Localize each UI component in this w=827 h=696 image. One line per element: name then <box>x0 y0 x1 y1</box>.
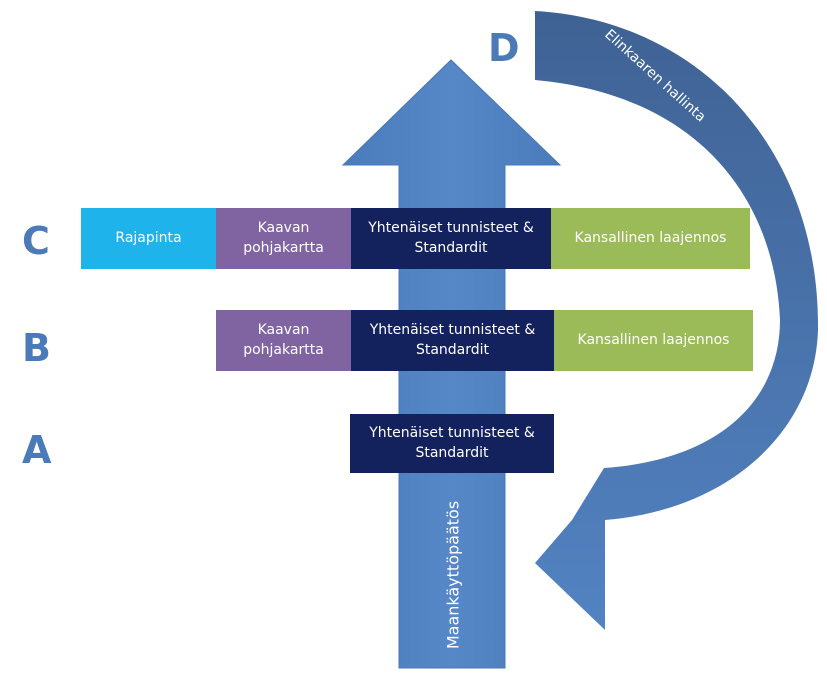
level-d-label: D <box>488 26 520 70</box>
row-c-yhtenaiset-box: Yhtenäiset tunnisteet & Standardit <box>351 208 551 269</box>
row-b-kaavan-pohjakartta-box: Kaavan pohjakartta <box>216 310 351 371</box>
level-a-label: A <box>22 428 52 472</box>
row-c-kansallinen-box: Kansallinen laajennos <box>551 208 750 269</box>
level-b-label: B <box>22 326 51 370</box>
row-b-kansallinen-box: Kansallinen laajennos <box>554 310 753 371</box>
level-c-label: C <box>22 219 50 263</box>
curved-arrow-shape <box>535 11 819 630</box>
row-a-yhtenaiset-box: Yhtenäiset tunnisteet & Standardit <box>350 414 554 473</box>
row-b-yhtenaiset-box: Yhtenäiset tunnisteet & Standardit <box>351 310 554 371</box>
row-c-rajapinta-box: Rajapinta <box>81 208 216 269</box>
row-c-kaavan-pohjakartta-box: Kaavan pohjakartta <box>216 208 351 269</box>
arrow-label-text: Maankäyttöpäätös <box>443 500 463 650</box>
